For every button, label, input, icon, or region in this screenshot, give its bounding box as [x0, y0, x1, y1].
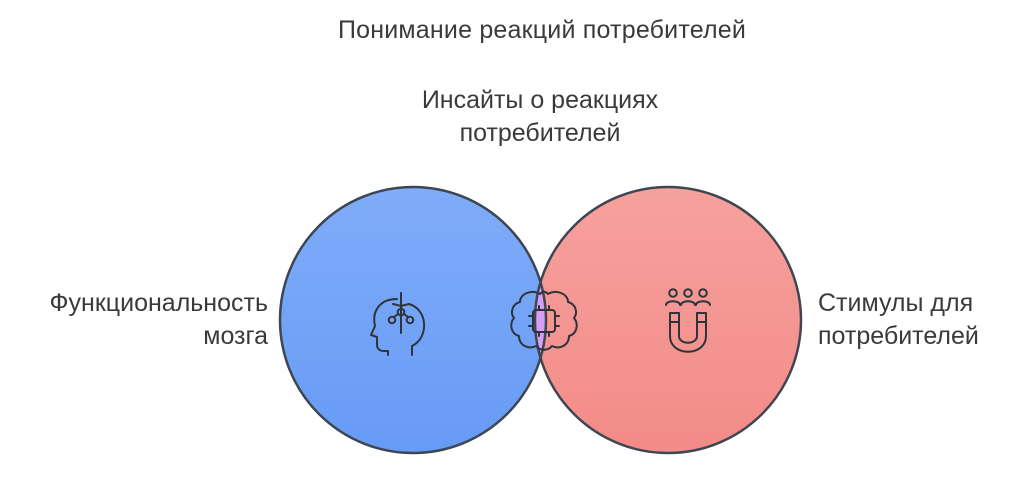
left-set-label: Функциональность мозга [0, 287, 268, 353]
left-set-label-line1: Функциональность [49, 289, 268, 317]
intersection-label-line2: потребителей [459, 119, 621, 147]
right-set-circle [535, 187, 801, 453]
diagram-title: Понимание реакций потребителей [337, 16, 747, 44]
people-magnet-icon [665, 288, 711, 353]
right-set-outline [533, 185, 803, 455]
brain-chip-icon [510, 290, 578, 351]
left-set-outline [278, 185, 548, 455]
right-set-label: Стимулы для потребителей [818, 287, 1018, 353]
right-set-label-line2: потребителей [818, 322, 979, 350]
head-neural-icon [370, 292, 426, 356]
right-set-label-line1: Стимулы для [818, 289, 974, 317]
left-set-label-line2: мозга [203, 322, 268, 350]
intersection-label-line1: Инсайты о реакциях [421, 86, 659, 114]
intersection-label: Инсайты о реакциях потребителей [390, 84, 690, 150]
